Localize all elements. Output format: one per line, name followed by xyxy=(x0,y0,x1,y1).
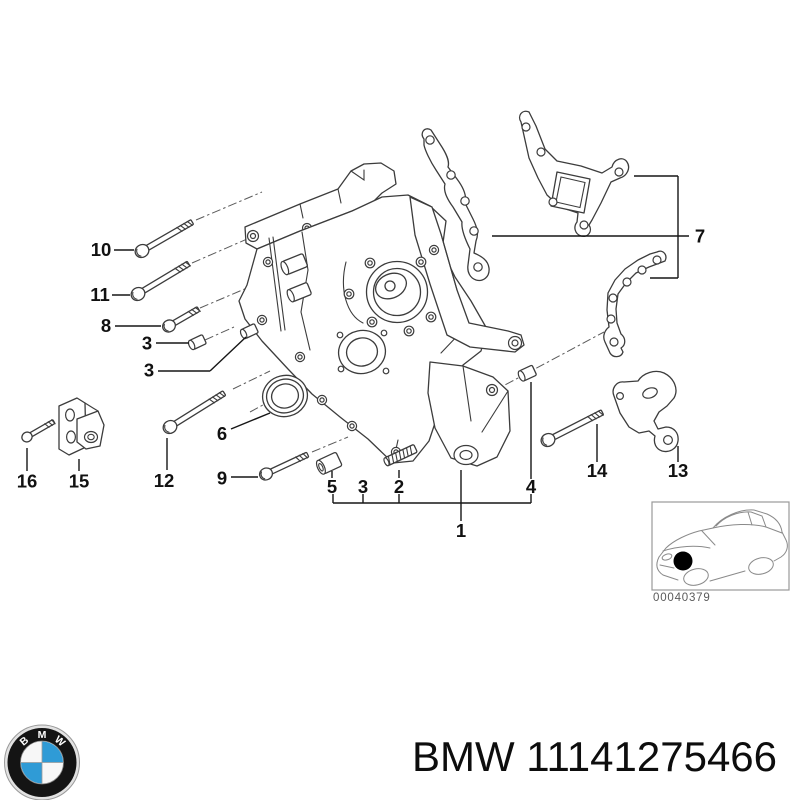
stud-2-drawing xyxy=(383,444,418,467)
bmw-logo: B M W xyxy=(4,724,80,800)
gasket-right-strip xyxy=(603,250,667,358)
part-label-8: 8 xyxy=(101,315,111,336)
bracket-13-drawing xyxy=(612,370,679,453)
part-label-7: 7 xyxy=(695,226,705,247)
part-label-1: 1 xyxy=(456,520,466,541)
logo-quadrant-bl xyxy=(21,762,42,784)
part-number-title: BMW 11141275466 xyxy=(412,733,777,780)
part-label-10: 10 xyxy=(91,239,112,260)
bolt-16-drawing xyxy=(21,419,56,443)
part-label-4: 4 xyxy=(526,476,537,497)
part-label-9: 9 xyxy=(217,468,227,489)
part-label-15: 15 xyxy=(69,471,90,492)
gasket-center-plate xyxy=(518,110,630,237)
holder-15-drawing xyxy=(58,397,105,456)
part-location-dot xyxy=(673,551,693,571)
bolt-10-drawing xyxy=(134,219,194,259)
part-label-3b: 3 xyxy=(144,360,154,381)
part-label-13: 13 xyxy=(668,460,689,481)
logo-letter-m: M xyxy=(38,729,47,741)
part-label-5: 5 xyxy=(327,476,337,497)
thumbnail-code: 00040379 xyxy=(653,592,711,604)
dowel-3a-drawing xyxy=(187,334,207,351)
callout-leader-lines xyxy=(26,175,689,521)
bolt-14-drawing xyxy=(540,409,604,448)
hardware-parts xyxy=(21,219,679,481)
part-label-2: 2 xyxy=(394,476,404,497)
car-outline-drawing xyxy=(656,509,788,586)
bolt-9-drawing xyxy=(258,451,310,481)
gasket-set-drawing xyxy=(421,110,667,358)
part-label-6: 6 xyxy=(217,423,227,444)
gasket-left-strip xyxy=(421,128,490,282)
part-label-11: 11 xyxy=(90,284,110,305)
sleeve-5-drawing xyxy=(315,451,343,475)
footer-brand-row: B M W BMW 11141275466 xyxy=(4,724,777,800)
dowel-4-drawing xyxy=(517,364,537,382)
part-label-14: 14 xyxy=(587,460,608,481)
part-label-3c: 3 xyxy=(358,476,368,497)
bolt-11-drawing xyxy=(130,261,192,302)
logo-quadrant-tr xyxy=(42,741,63,763)
dowel-3b-drawing xyxy=(239,323,259,340)
part-label-16: 16 xyxy=(17,471,38,492)
part-label-3a: 3 xyxy=(142,333,152,354)
bolt-8-drawing xyxy=(161,306,201,333)
part-labels: 10 11 8 3 3 6 12 9 16 15 5 3 2 4 1 14 13… xyxy=(17,226,705,542)
part-label-12: 12 xyxy=(154,470,175,491)
car-location-thumbnail: 00040379 xyxy=(651,501,790,604)
timing-cover-drawing xyxy=(238,162,525,467)
bolt-12-drawing xyxy=(162,390,226,435)
seal-6-drawing xyxy=(261,374,309,418)
thumbnail-frame xyxy=(651,501,790,591)
